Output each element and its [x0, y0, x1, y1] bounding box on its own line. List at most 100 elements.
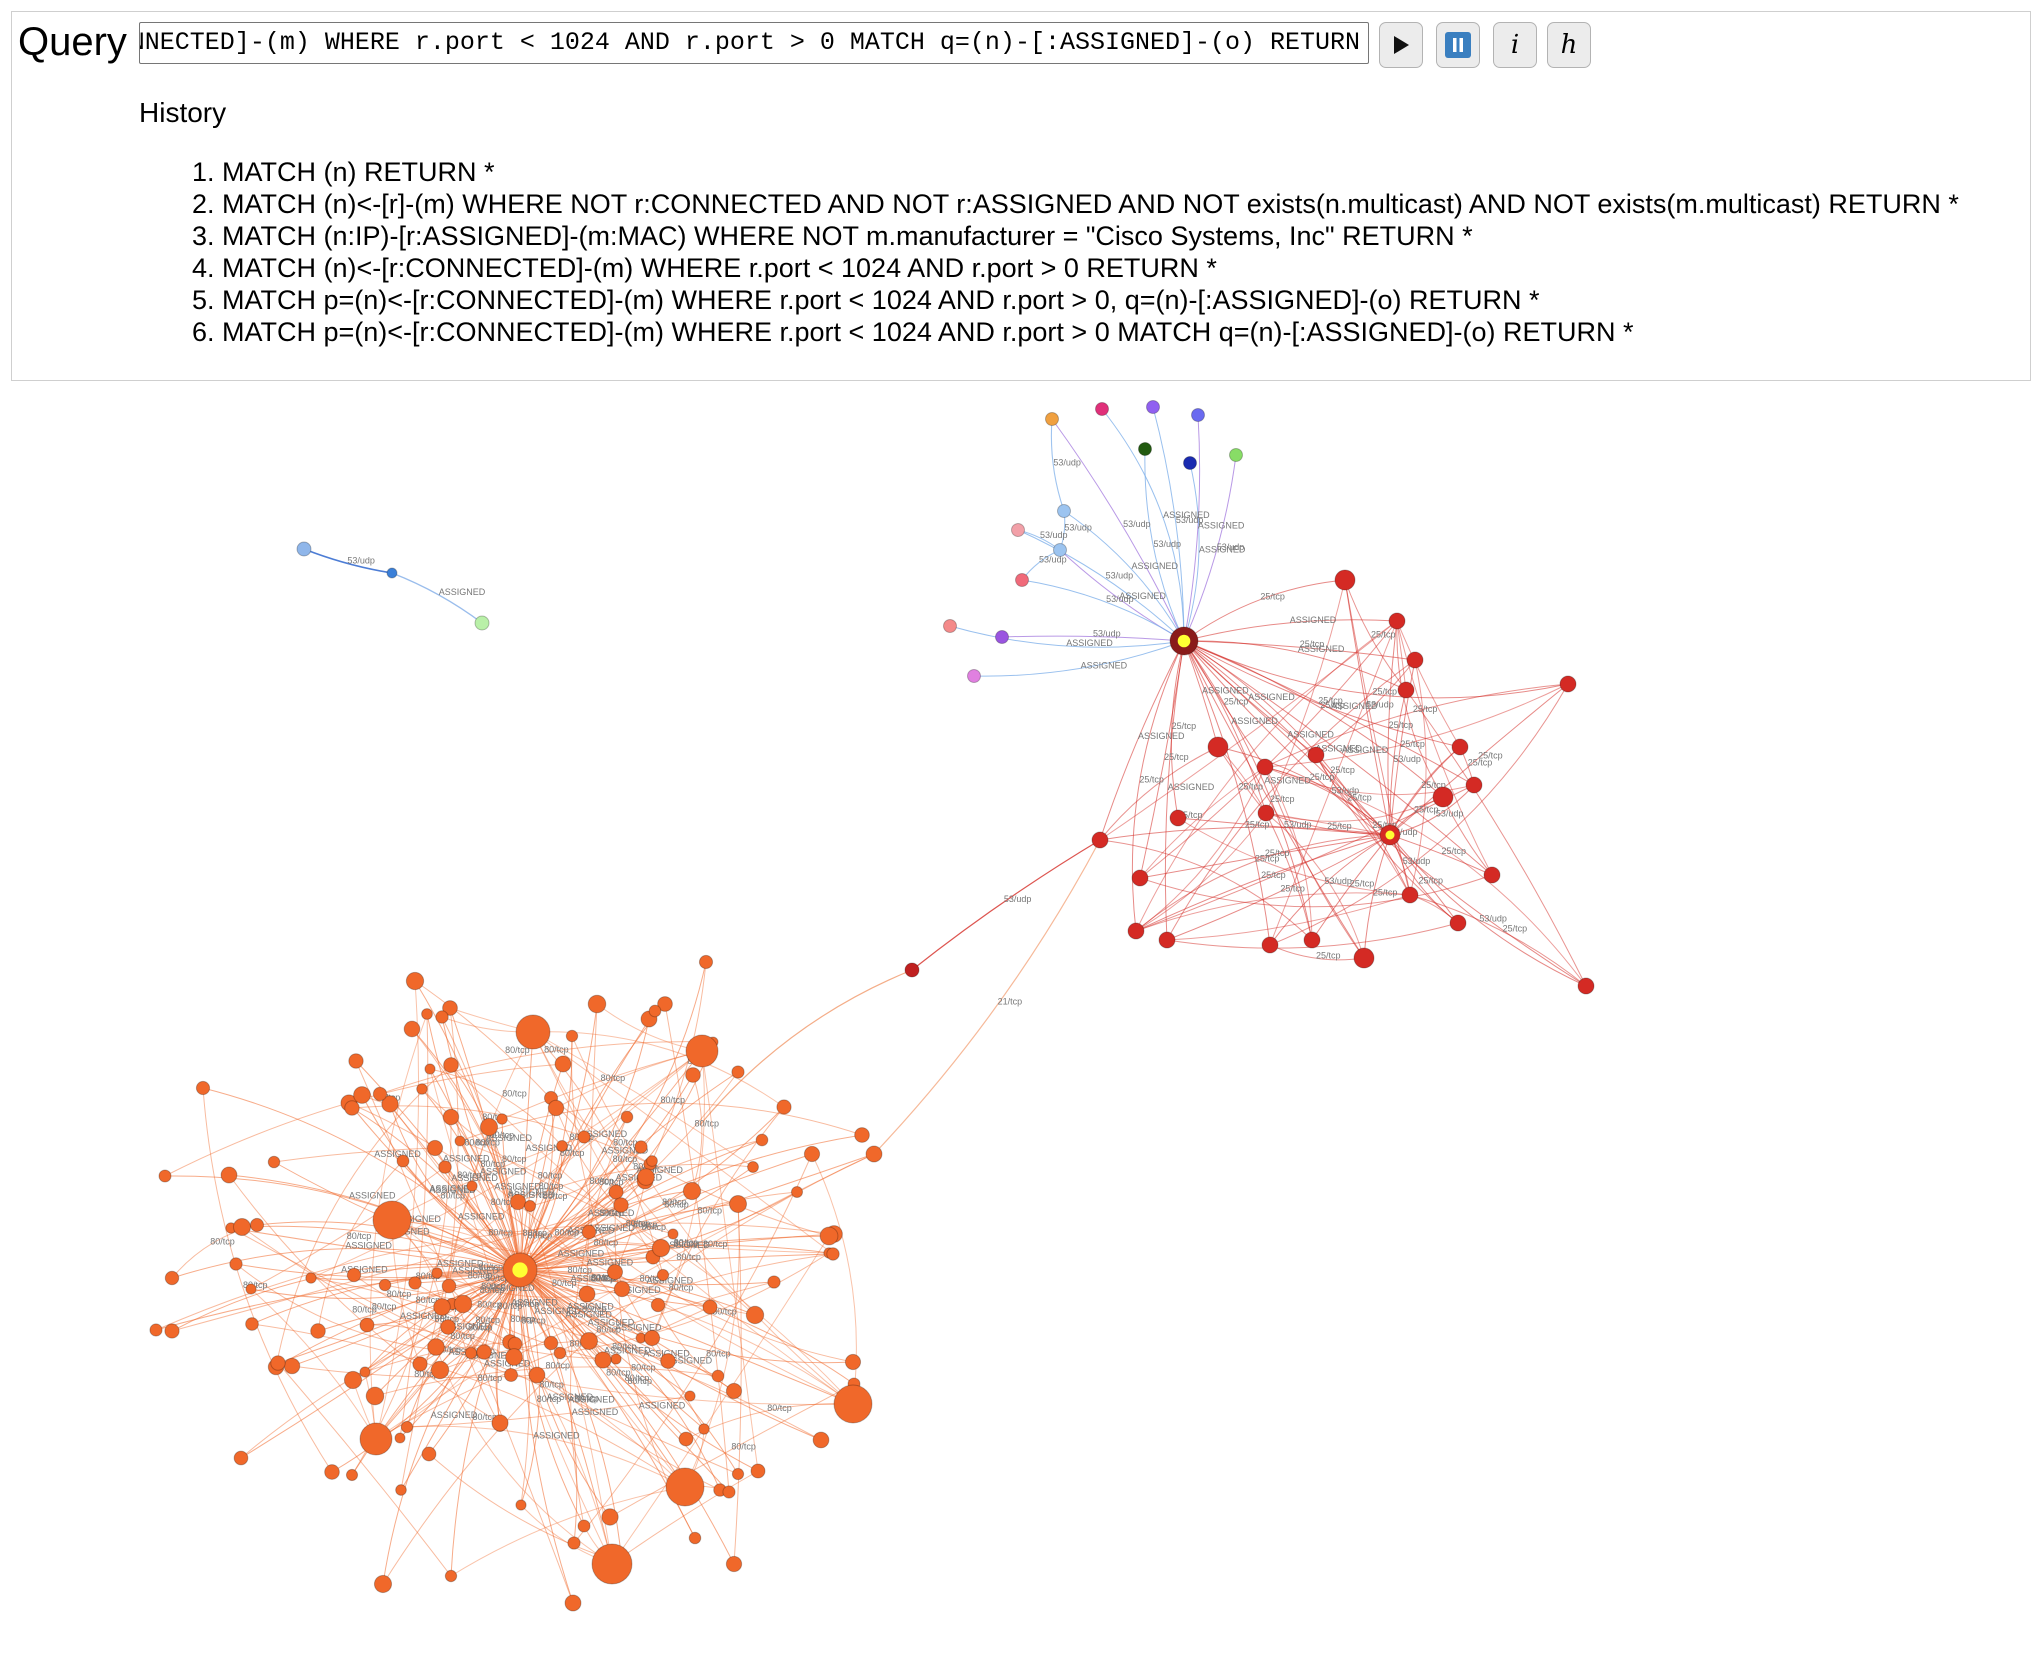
- graph-node[interactable]: [164, 1323, 180, 1339]
- graph-node[interactable]: [405, 971, 425, 991]
- graph-node[interactable]: [1169, 809, 1187, 827]
- graph-node[interactable]: [245, 1317, 259, 1331]
- graph-node[interactable]: [731, 1467, 745, 1481]
- graph-node[interactable]: [1127, 922, 1145, 940]
- graph-node[interactable]: [688, 1531, 702, 1545]
- graph-node[interactable]: [643, 1329, 661, 1347]
- graph-node[interactable]: [1053, 543, 1067, 557]
- graph-node[interactable]: [324, 1464, 340, 1480]
- graph-node[interactable]: [844, 1353, 862, 1371]
- graph-node[interactable]: [528, 1366, 546, 1384]
- graph-node[interactable]: [1015, 573, 1029, 587]
- graph-node[interactable]: [523, 1199, 537, 1213]
- graph-node[interactable]: [1261, 936, 1279, 954]
- graph-node[interactable]: [1401, 886, 1419, 904]
- graph-node[interactable]: [812, 1431, 830, 1449]
- graph-node[interactable]: [346, 1267, 362, 1283]
- graph-node[interactable]: [440, 1319, 456, 1335]
- graph-node[interactable]: [567, 1536, 581, 1550]
- graph-node[interactable]: [547, 1099, 565, 1117]
- graph-node[interactable]: [1191, 408, 1205, 422]
- graph-node[interactable]: [1559, 675, 1577, 693]
- graph-node[interactable]: [372, 1200, 412, 1240]
- graph-node[interactable]: [601, 1508, 619, 1526]
- graph-node[interactable]: [1303, 931, 1321, 949]
- graph-node[interactable]: [164, 1270, 180, 1286]
- graph-node[interactable]: [1057, 504, 1071, 518]
- graph-node[interactable]: [1095, 402, 1109, 416]
- graph-node[interactable]: [587, 994, 607, 1014]
- graph-node[interactable]: [373, 1574, 393, 1594]
- graph-node[interactable]: [431, 1267, 443, 1279]
- graph-node[interactable]: [1257, 804, 1275, 822]
- graph-node[interactable]: [426, 1139, 444, 1157]
- graph-node[interactable]: [610, 1353, 622, 1365]
- graph-node[interactable]: [725, 1382, 743, 1400]
- graph-node[interactable]: [195, 1080, 211, 1096]
- graph-node[interactable]: [442, 1000, 458, 1016]
- graph-node[interactable]: [1045, 412, 1059, 426]
- graph-node[interactable]: [865, 1145, 883, 1163]
- graph-node[interactable]: [767, 1275, 781, 1289]
- graph-node[interactable]: [1307, 746, 1325, 764]
- graph-node[interactable]: [702, 1299, 718, 1315]
- graph-node[interactable]: [344, 1100, 360, 1116]
- graph-node[interactable]: [577, 1130, 591, 1144]
- graph-canvas[interactable]: 53/udpASSIGNED53/udpASSIGNED53/udpASSIGN…: [0, 385, 2040, 1674]
- query-input[interactable]: MATCH p=(n)<-[r:CONNECTED]-(m) WHERE r.p…: [139, 22, 1369, 64]
- history-item[interactable]: 6. MATCH p=(n)<-[r:CONNECTED]-(m) WHERE …: [192, 317, 1634, 347]
- graph-node[interactable]: [660, 1353, 676, 1369]
- graph-node[interactable]: [620, 1110, 634, 1124]
- graph-node[interactable]: [1388, 612, 1406, 630]
- graph-node[interactable]: [678, 1431, 694, 1447]
- graph-node[interactable]: [594, 1351, 612, 1369]
- graph-node[interactable]: [245, 1283, 257, 1295]
- graph-node[interactable]: [1449, 914, 1467, 932]
- graph-node[interactable]: [1397, 681, 1415, 699]
- graph-node[interactable]: [1131, 869, 1149, 887]
- graph-node[interactable]: [967, 669, 981, 683]
- graph-node[interactable]: [556, 1140, 568, 1152]
- graph-node[interactable]: [613, 1280, 631, 1298]
- graph-node[interactable]: [826, 1247, 840, 1261]
- graph-node[interactable]: [400, 1420, 414, 1434]
- graph-node[interactable]: [722, 1485, 736, 1499]
- graph-node[interactable]: [656, 1268, 670, 1282]
- graph-node[interactable]: [343, 1370, 363, 1390]
- graph-node[interactable]: [348, 1053, 364, 1069]
- graph-node[interactable]: [158, 1169, 172, 1183]
- graph-node[interactable]: [745, 1305, 765, 1325]
- graph-node[interactable]: [637, 1168, 655, 1186]
- graph-node[interactable]: [149, 1323, 163, 1337]
- graph-node[interactable]: [270, 1355, 286, 1371]
- graph-node[interactable]: [648, 1004, 662, 1018]
- graph-node[interactable]: [698, 954, 714, 970]
- graph-node[interactable]: [503, 1367, 519, 1383]
- history-item[interactable]: 4. MATCH (n)<-[r:CONNECTED]-(m) WHERE r.…: [192, 253, 1217, 283]
- graph-node[interactable]: [725, 1555, 743, 1573]
- graph-node[interactable]: [651, 1238, 671, 1258]
- graph-node[interactable]: [435, 1010, 449, 1024]
- graph-node[interactable]: [441, 1278, 457, 1294]
- graph-node[interactable]: [1406, 651, 1424, 669]
- graph-node[interactable]: [1451, 738, 1469, 756]
- graph-node[interactable]: [474, 615, 490, 631]
- graph-node[interactable]: [386, 567, 398, 579]
- graph-node[interactable]: [372, 1086, 388, 1102]
- graph-node[interactable]: [819, 1226, 839, 1246]
- graph-node[interactable]: [543, 1335, 559, 1351]
- graph-node[interactable]: [750, 1463, 766, 1479]
- graph-node[interactable]: [591, 1543, 633, 1585]
- graph-node[interactable]: [359, 1422, 393, 1456]
- graph-node[interactable]: [353, 1086, 371, 1104]
- graph-node[interactable]: [1146, 400, 1160, 414]
- graph-node[interactable]: [667, 1228, 679, 1240]
- graph-node[interactable]: [359, 1366, 371, 1378]
- graph-node[interactable]: [904, 962, 920, 978]
- graph-node[interactable]: [657, 996, 673, 1012]
- history-item[interactable]: 3. MATCH (n:IP)-[r:ASSIGNED]-(m:MAC) WHE…: [192, 221, 1473, 251]
- graph-node[interactable]: [433, 1298, 451, 1316]
- graph-node[interactable]: [267, 1155, 281, 1169]
- graph-node[interactable]: [755, 1133, 769, 1147]
- graph-node[interactable]: [443, 1057, 459, 1073]
